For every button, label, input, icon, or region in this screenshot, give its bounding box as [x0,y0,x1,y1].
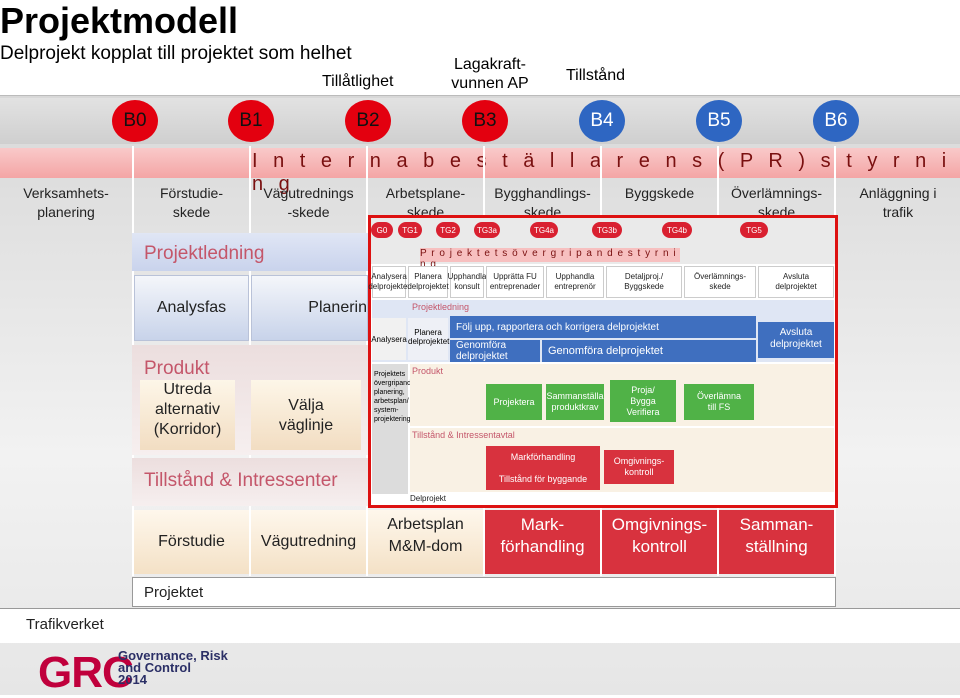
gate-b0: B0 [112,100,158,142]
inset-tillstand-bygg: Tillstånd för byggande [486,468,600,490]
inset-gate-tg4a: TG4a [530,222,558,238]
stage-byggskede: Byggskede [624,185,695,201]
ti-sammanstallning: Samman-ställning [719,510,834,574]
page-title: Projektmodell [0,0,239,41]
ti-omgivningskontroll: Omgivnings-kontroll [602,510,717,574]
section-produkt: Produkt [144,358,210,379]
trafikverket-box [0,608,960,643]
inset-analysera: Analysera [371,318,407,360]
inset-omgivningskontroll: Omgivnings-kontroll [604,450,674,484]
tillstand-band [132,458,368,506]
pr-styrning-bar [0,148,960,178]
projektet-label: Projektet [144,584,204,601]
inset-pink-label: P r o j e k t e t s ö v e r g r i p a n … [420,248,680,270]
inset-delprojekt-label: Delprojekt [410,494,447,503]
inset-gate-tg1: TG1 [398,222,422,238]
inset-stage-overlamning: Överlämnings-skede [684,266,756,298]
inset-projektledning-label: Projektledning [412,302,470,312]
ti-forstudie: Förstudie [134,510,249,574]
inset-produkt-label: Produkt [412,366,444,376]
inset-stage-detaljproj: Detaljproj./Byggskede [606,266,682,298]
ti-vagutredning: Vägutredning [251,510,366,574]
phase-analysfas: Analysfas [134,275,249,341]
inset-gate-tg4b: TG4b [662,222,692,238]
inset-genomfora-1: Genomföra delprojektet [450,340,540,362]
gate-b3: B3 [462,100,508,142]
inset-markforhandling: Markförhandling [486,446,600,468]
gate-b4: B4 [579,100,625,142]
gate-b2: B2 [345,100,391,142]
stage-verksamhetsplanering: Verksamhets-planering [23,185,109,220]
inset-gate-tg5: TG5 [740,222,768,238]
section-projektledning: Projektledning [144,243,265,264]
inset-genomfora-2: Genomföra delprojektet [542,340,756,362]
inset-gate-tg3a: TG3a [474,222,500,238]
stage-vagutredningsskede: Vägutrednings-skede [263,185,354,220]
section-tillstand-intressenter: Tillstånd & Intressenter [144,470,338,491]
inset-gate-tg3b: TG3b [592,222,622,238]
note-tillatlighet: Tillåtlighet [322,73,394,90]
inset-folj-upp: Följ upp, rapportera och korrigera delpr… [450,316,756,338]
gate-b1: B1 [228,100,274,142]
inset-gate-tg2: TG2 [436,222,460,238]
gate-b6: B6 [813,100,859,142]
ti-markforhandling: Mark-förhandling [485,510,600,574]
inset-tillstand-label: Tillstånd & Intressentavtal [412,430,515,440]
projektet-box [132,577,836,607]
page-subtitle: Delprojekt kopplat till projektet som he… [0,43,352,64]
inset-projektera: Projektera [486,384,542,420]
gate-b5: B5 [696,100,742,142]
note-lagakraft: Lagakraft-vunnen AP [451,56,529,92]
stage-forstudieskede: Förstudie-skede [159,185,224,220]
phase-planering: Planerin [251,275,368,341]
inset-gate-g0: G0 [371,222,393,238]
trafikverket-label: Trafikverket [26,616,104,633]
grc-logo: GRC [38,648,134,697]
note-tillstand: Tillstånd [566,67,625,84]
pr-styrning-label: I n t e r n a b e s t ä l l a r e n s ( … [252,150,952,195]
